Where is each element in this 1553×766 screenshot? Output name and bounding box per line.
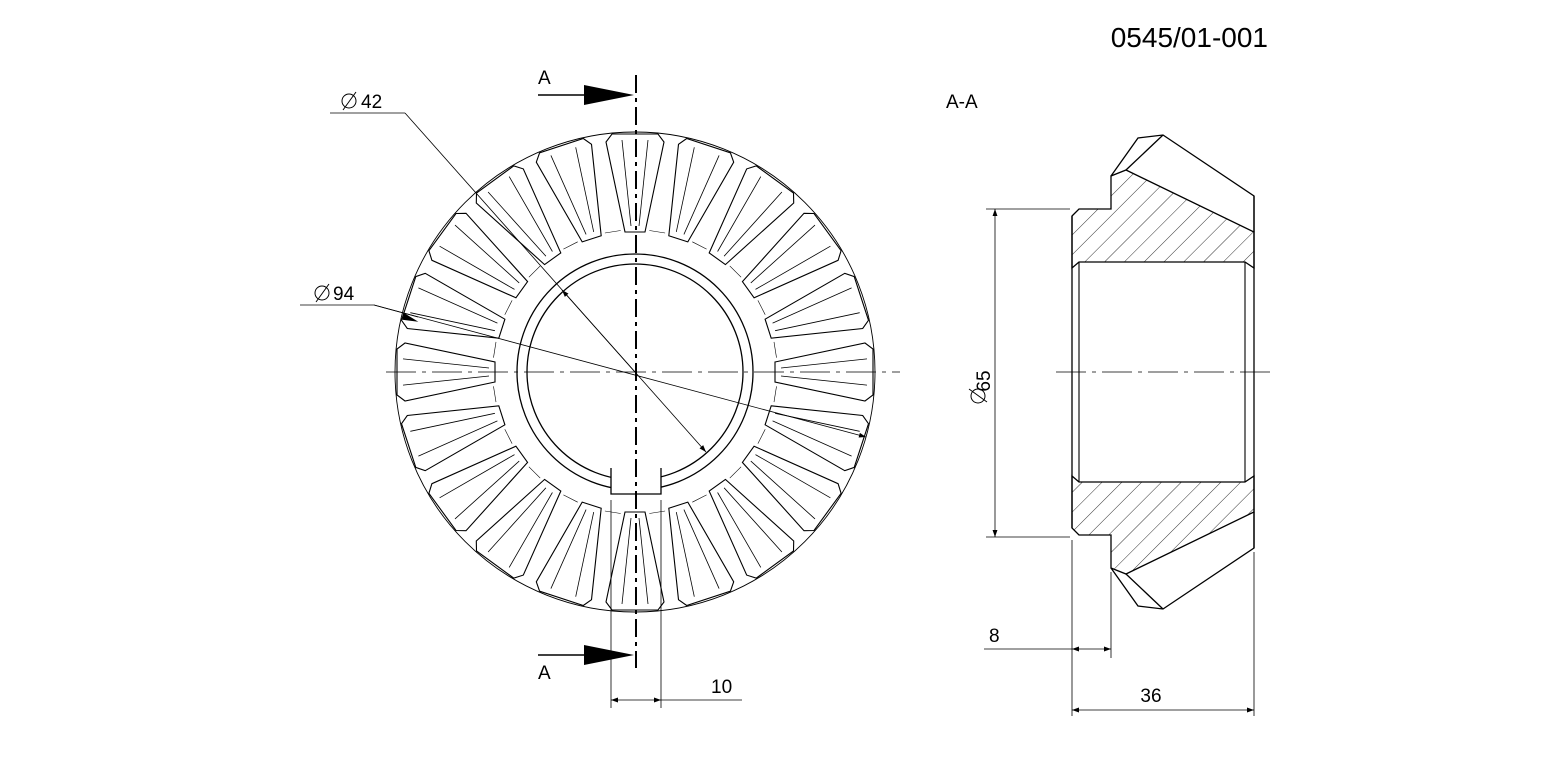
gear-tooth	[475, 478, 562, 579]
tooth-flank-line	[508, 176, 553, 252]
keyway-width-dimension	[610, 500, 742, 708]
tooth-root-line	[729, 466, 742, 479]
gear-tooth	[764, 405, 870, 472]
tooth-flank-line	[418, 287, 498, 324]
gear-tooth	[475, 165, 562, 266]
tooth-root-line	[757, 300, 766, 315]
gear-tooth	[535, 501, 602, 607]
gear-teeth	[396, 133, 874, 611]
tooth-flank-line	[550, 155, 587, 235]
tooth-flank-line	[723, 487, 783, 553]
gear-front-view: A A 42 94	[300, 68, 900, 708]
tooth-root-line	[493, 386, 497, 403]
gear-tooth	[741, 445, 842, 532]
tooth-root-line	[649, 230, 666, 234]
tooth-flank-line	[508, 492, 553, 568]
keyway-width-value: 10	[711, 677, 732, 698]
tooth-flank-line	[780, 375, 868, 386]
bore-diameter-dimension	[330, 91, 707, 453]
tooth-root-line	[604, 230, 621, 234]
tooth-flank-line	[418, 420, 498, 457]
tooth-flank-line	[487, 487, 547, 553]
gear-tooth	[741, 212, 842, 299]
tooth-flank-line	[775, 312, 860, 332]
tooth-root-line	[649, 510, 666, 514]
tooth-root-line	[563, 494, 578, 503]
tooth-root-line	[692, 494, 707, 503]
tooth-flank-line	[439, 454, 515, 499]
gear-tooth	[764, 272, 870, 339]
tooth-flank-line	[772, 287, 852, 324]
tooth-root-line	[604, 510, 621, 514]
tooth-flank-line	[454, 224, 520, 284]
tooth-root-line	[528, 265, 541, 278]
gear-tooth	[400, 405, 506, 472]
tooth-root-line	[504, 300, 513, 315]
tooth-flank-line	[717, 176, 762, 252]
tooth-flank-line	[683, 509, 720, 589]
tooth-flank-line	[755, 245, 831, 290]
tooth-flank-line	[638, 139, 649, 227]
tooth-flank-line	[402, 358, 490, 369]
tooth-flank-line	[780, 358, 868, 369]
tooth-flank-line	[575, 512, 595, 597]
tooth-root-line	[692, 241, 707, 250]
tooth-root-line	[729, 265, 742, 278]
drawing-number: 0545/01-001	[1111, 22, 1268, 53]
section-arrow-bottom	[538, 645, 634, 665]
tooth-flank-line	[683, 155, 720, 235]
tooth-root-line	[493, 341, 497, 358]
section-view-a-a: A-A 65	[946, 92, 1270, 716]
tooth-flank-line	[621, 139, 632, 227]
gear-tooth	[428, 445, 529, 532]
gear-tooth	[708, 478, 795, 579]
tooth-flank-line	[638, 517, 649, 605]
gear-tooth	[668, 137, 735, 243]
bore-diameter-value: 42	[361, 92, 382, 113]
gear-tooth	[668, 501, 735, 607]
outer-diameter-dimension	[300, 283, 867, 438]
hub-diameter-value: 65	[974, 370, 995, 391]
tooth-flank-line	[675, 512, 695, 597]
total-length-value: 36	[1140, 686, 1161, 707]
hub-step-dimension	[984, 540, 1112, 716]
section-arrow-top	[538, 85, 634, 105]
section-material-top	[1071, 169, 1255, 270]
section-view-title: A-A	[946, 92, 978, 113]
tooth-flank-line	[675, 147, 695, 232]
hub-step-value: 8	[989, 626, 1000, 647]
tooth-flank-line	[755, 454, 831, 499]
tooth-flank-line	[750, 224, 816, 284]
total-length-dimension	[1072, 552, 1255, 716]
outer-diameter-value: 94	[333, 284, 355, 305]
tooth-flank-line	[723, 191, 783, 257]
tooth-root-line	[563, 241, 578, 250]
tooth-root-line	[504, 429, 513, 444]
tooth-flank-line	[402, 375, 490, 386]
section-label-bottom: A	[538, 663, 551, 684]
tooth-flank-line	[439, 245, 515, 290]
hub-diameter-dimension	[968, 208, 1070, 538]
tooth-flank-line	[410, 412, 495, 432]
section-label-top: A	[538, 68, 551, 89]
tooth-flank-line	[487, 191, 547, 257]
tooth-root-line	[757, 429, 766, 444]
tooth-flank-line	[772, 420, 852, 457]
gear-tooth	[708, 165, 795, 266]
tooth-flank-line	[621, 517, 632, 605]
tooth-flank-line	[717, 492, 762, 568]
tooth-root-line	[773, 341, 777, 358]
tooth-flank-line	[575, 147, 595, 232]
gear-tooth	[428, 212, 529, 299]
tooth-root-line	[773, 386, 777, 403]
section-material-bottom	[1071, 474, 1255, 575]
tooth-flank-line	[410, 312, 495, 332]
gear-tooth	[400, 272, 506, 339]
tooth-flank-line	[454, 460, 520, 520]
tooth-flank-line	[750, 460, 816, 520]
tooth-flank-line	[550, 509, 587, 589]
tooth-root-line	[528, 466, 541, 479]
gear-tooth	[535, 137, 602, 243]
